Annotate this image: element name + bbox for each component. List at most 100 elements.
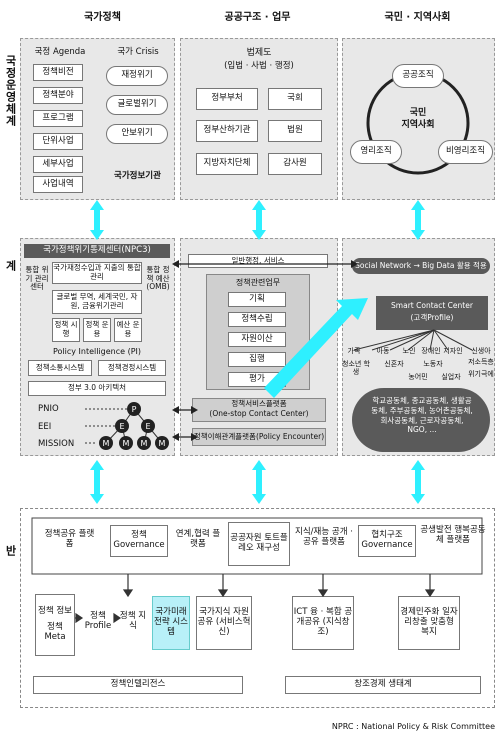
national-info-agency: 국가정보기관 <box>114 171 161 181</box>
crisis-item: 재정위기 <box>106 66 168 86</box>
gov-box: 법원 <box>268 120 322 142</box>
policy-box: 정책 시행 <box>52 318 80 342</box>
policy-intelligence-bar: 정책인텔리전스 <box>33 676 243 694</box>
policy-work-item: 정책수립 <box>228 312 286 327</box>
gov-box: 정부산하기관 <box>196 120 258 142</box>
smart-contact-fan <box>353 329 473 351</box>
circle-node: 비영리조직 <box>438 140 493 164</box>
agenda-item: 세부사업 <box>33 156 83 173</box>
circle-center-line2: 지역사회 <box>401 120 435 130</box>
tree-node: M <box>159 439 166 448</box>
npc3-title: 국가정책위기통제센터(NPC3) <box>24 244 170 258</box>
policy-work-item: 집행 <box>228 352 286 367</box>
people-label: 농어민 <box>408 373 428 381</box>
communities-text: 학교공동체, 종교공동체, 생활공동체, 주부공동체, 농어촌공동체, 회사공동… <box>371 396 473 435</box>
crisis-item: 안보위기 <box>106 124 168 144</box>
policy-work-item: 자원이산 <box>228 332 286 347</box>
national-future-system: 국가미래 전략 시스템 <box>152 596 190 650</box>
smart-contact-box <box>376 296 488 330</box>
top-platform: 정책공유 플랫폼 <box>44 529 95 549</box>
gov-box: 지방자치단체 <box>196 153 258 175</box>
social-network: Social Network → Big Data 활용 적용 <box>352 258 490 274</box>
circle-center-line1: 국민 <box>409 108 427 118</box>
platform-connectors <box>31 517 483 575</box>
agenda-title: 국정 Agenda <box>34 47 86 57</box>
header-citizens: 국민 · 지역사회 <box>384 12 451 23</box>
people-label: 실업자 <box>441 373 461 381</box>
law-title: 법제도 <box>246 48 272 58</box>
agenda-item: 프로그램 <box>33 110 83 127</box>
policy-knowledge: 정책 지식 <box>119 611 147 631</box>
gov-box: 국회 <box>268 88 322 110</box>
people-label: 신생아 <box>471 347 491 355</box>
agenda-item: 단위사업 <box>33 133 83 150</box>
smart-contact-title: Smart Contact Center <box>391 301 473 310</box>
policy-box: 정책 운용 <box>83 318 111 342</box>
tree-node: E <box>119 422 124 431</box>
policy-encounter: 정책이해관계플랫폼(Policy Encounter) <box>192 428 326 446</box>
top-platform: 정책 Governance <box>110 525 168 557</box>
knowledge-arrows <box>75 574 436 624</box>
policy-meta-box: 정책 정보 정책 Meta <box>35 594 75 656</box>
top-platform: 연계,협력 플랫폼 <box>175 529 221 549</box>
people-label: 가족 <box>347 347 361 355</box>
top-platform: 공생발전 행복공동체 플랫폼 <box>420 525 486 545</box>
pnio-label: PNIO <box>38 404 59 414</box>
gov-box: 감사원 <box>268 153 322 175</box>
side-label-governance: 국정운영체계 <box>4 55 17 127</box>
people-label: 저소득층 <box>468 358 494 366</box>
vertical-arrows-top <box>90 200 425 240</box>
policy-service-sub: (One-stop Contact Center) <box>209 409 309 418</box>
crisis-item: 글로벌위기 <box>106 95 168 115</box>
mission-label: MISSION <box>38 439 75 449</box>
diagonal-arrow <box>264 298 368 398</box>
top-platform: 공공자원 토트플레오 재구성 <box>228 522 290 566</box>
policy-work-item: 기획 <box>228 292 286 307</box>
creative-economy-bar: 창조경제 생태계 <box>285 676 481 694</box>
integrated-crisis-center: 통합 위기 관리 센터 <box>25 265 49 292</box>
people-label: 노인 <box>402 347 416 355</box>
agenda-item: 정책비전 <box>33 64 83 81</box>
eei-label: EEI <box>38 422 52 432</box>
circle-node: 공공조직 <box>392 64 444 88</box>
circle-node: 영리조직 <box>350 140 402 164</box>
national-knowledge-sharing: 국가지식 자원공유 (서비스혁신) <box>196 596 252 650</box>
agenda-item: 정책분야 <box>33 87 83 104</box>
footnote: NPRC : National Policy & Risk Committee <box>331 722 495 731</box>
tree-node: M <box>103 439 110 448</box>
agenda-item: 사업내역 <box>33 176 83 193</box>
citizen-circle <box>366 71 470 175</box>
people-label: 지자인 <box>443 347 463 355</box>
policy-info-label: 정책 정보 <box>38 606 72 617</box>
gov-box: 정부부처 <box>196 88 258 110</box>
policy-meta-label: 정책 Meta <box>44 622 66 642</box>
top-platform: 협치구조 Governance <box>358 525 416 557</box>
vertical-arrows-bottom <box>90 460 425 504</box>
pi-box: 정책경정시스템 <box>98 360 166 376</box>
header-public-structure: 공공구조 · 업무 <box>224 12 291 23</box>
integrated-budget: 통합 정책 예산 (OMB) <box>146 265 170 292</box>
community-ellipse <box>352 388 490 452</box>
horizontal-arrows <box>172 260 358 441</box>
pi-title: Policy Intelligence (PI) <box>52 347 142 356</box>
crisis-title: 국가 Crisis <box>117 47 159 57</box>
policy-profile: 정책 Profile <box>84 611 112 631</box>
people-label: 위기극에 <box>468 370 494 378</box>
fiscal-management: 국가재정수입과 지출의 통합관리 <box>52 262 142 284</box>
top-platform: 지식/재능 공개 · 공유 플랫폼 <box>295 527 353 547</box>
ict-convergence: ICT 융 · 복합 공개공유 (지식창조) <box>292 596 354 650</box>
global-crisis-management: 글로벌 무역, 세계국민, 자원, 금융위기관리 <box>52 290 142 314</box>
people-label: 청소년 학생 <box>342 360 370 377</box>
tree-node: M <box>123 439 130 448</box>
policy-work-title: 정책관련업무 <box>235 278 281 287</box>
people-label: 아동 <box>376 347 390 355</box>
people-label: 장애인 <box>421 347 441 355</box>
header-national-policy: 국가정책 <box>84 12 121 23</box>
pnio-tree: P E E M M M M <box>85 402 169 450</box>
economy-democratization: 경제민주화 일자리창출 맞춤형 복지 <box>398 596 460 650</box>
tree-node: M <box>141 439 148 448</box>
gov30-architecture: 정부 3.0 아키텍처 <box>28 381 166 396</box>
tree-node: P <box>132 405 137 414</box>
law-subtitle: (입법 · 사법 · 행정) <box>224 61 294 71</box>
policy-box: 예산 운용 <box>114 318 142 342</box>
